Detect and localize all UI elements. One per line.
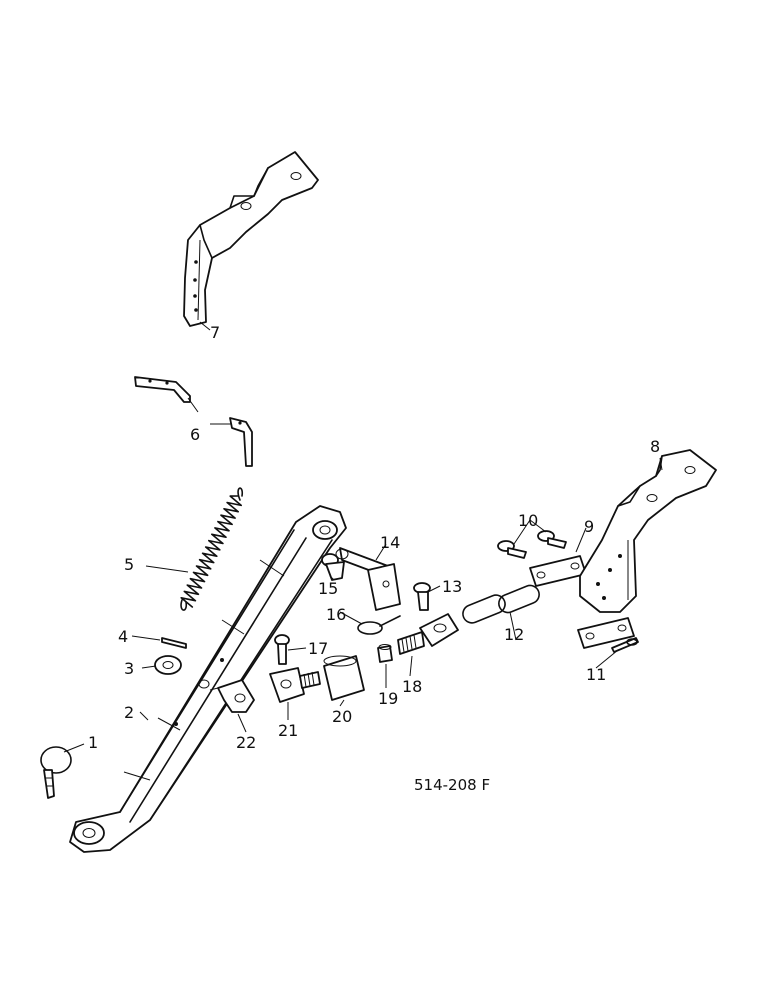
callout-16: 16 [326, 605, 346, 624]
part-3-nut [154, 655, 182, 675]
callout-12: 12 [504, 625, 524, 644]
part-5-spring [180, 487, 244, 611]
callout-19: 19 [378, 689, 398, 708]
callout-18: 18 [402, 677, 422, 696]
callout-6: 6 [190, 425, 200, 444]
callout-8: 8 [650, 437, 660, 456]
part-20-sleeve [323, 655, 365, 701]
part-6-brackets [134, 376, 253, 467]
part-2-lower-link [69, 505, 347, 853]
callout-17: 17 [308, 639, 328, 658]
part-7-upper-bracket [183, 151, 319, 327]
callout-22: 22 [236, 733, 256, 752]
callout-labels: 1 2 3 4 5 6 7 8 9 10 11 12 13 14 15 16 1… [88, 323, 660, 752]
callout-14: 14 [380, 533, 400, 552]
part-21-clevis [269, 667, 321, 703]
part-22-yoke [209, 679, 255, 713]
callout-21: 21 [278, 721, 298, 740]
callout-20: 20 [332, 707, 352, 726]
part-18-threaded-clevis [397, 613, 459, 655]
callout-7: 7 [210, 323, 220, 342]
part-14-pin-assembly [335, 547, 401, 611]
callout-15: 15 [318, 579, 338, 598]
part-11-split-pin [611, 637, 639, 653]
drawing-reference-code: 514-208 F [414, 776, 490, 794]
part-17-bolt [274, 634, 290, 665]
callout-10: 10 [518, 511, 538, 530]
callout-1: 1 [88, 733, 98, 752]
callout-3: 3 [124, 659, 134, 678]
part-1-linch-pin [40, 746, 72, 799]
part-8-right-bracket [579, 449, 717, 613]
callout-13: 13 [442, 577, 462, 596]
callout-11: 11 [586, 665, 606, 684]
part-12-chain [462, 584, 540, 624]
part-16-clip [357, 615, 401, 635]
part-15-pin [321, 553, 345, 581]
part-10-bolts [497, 530, 567, 559]
part-13-bolt [413, 582, 431, 611]
part-4-pin [161, 637, 187, 649]
part-9-plates [529, 555, 635, 649]
callout-2: 2 [124, 703, 134, 722]
callout-4: 4 [118, 627, 128, 646]
callout-9: 9 [584, 517, 594, 536]
callout-5: 5 [124, 555, 134, 574]
part-19-nut [377, 644, 393, 663]
leader-lines [63, 321, 663, 753]
